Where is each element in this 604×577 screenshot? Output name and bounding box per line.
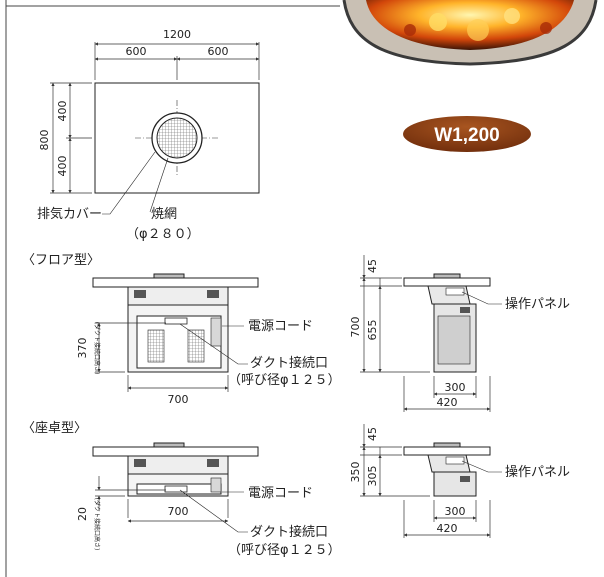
floor-base-width: 700: [168, 393, 189, 406]
floor-side-height: 370: [76, 338, 89, 359]
table-front-top: 45: [366, 427, 379, 441]
label-grill-diameter: （φ２８０）: [126, 227, 200, 242]
dim-depth-total: 800: [38, 130, 51, 151]
floor-front-body: 655: [366, 320, 379, 341]
table-front-total: 350: [349, 462, 362, 483]
floor-front-outer-width: 420: [437, 396, 458, 409]
table-duct-diameter: （呼び径φ１２５）: [228, 543, 341, 558]
price-text: W1,200: [434, 125, 499, 146]
table-front-inner-width: 300: [445, 505, 466, 518]
table-front-outer-width: 420: [437, 522, 458, 535]
dim-width-left: 600: [126, 45, 147, 58]
table-front-view: [403, 442, 491, 497]
label-exhaust-cover: 排気カバー: [37, 206, 102, 222]
floor-front-total: 700: [349, 317, 362, 338]
table-side-view: [92, 442, 259, 497]
dim-width-total: 1200: [163, 28, 191, 41]
floor-duct-diameter: （呼び径φ１２５）: [228, 373, 341, 388]
table-duct-height-note: (ダクト接続口高さ): [93, 498, 101, 551]
floor-duct-label: ダクト接続口: [250, 355, 328, 371]
floor-type-section: 〈フロア型〉 700 370 (ダクト接続口高さ) 電源コード: [22, 253, 570, 412]
dim-width-right: 600: [208, 45, 229, 58]
table-type-title: 〈座卓型〉: [22, 421, 87, 436]
product-photo: [342, 0, 598, 66]
table-power-cord-label: 電源コード: [248, 486, 313, 501]
table-type-section: 〈座卓型〉 700 20 (ダクト接続口高さ) 電源コード ダクト接続口 （呼び…: [22, 421, 570, 558]
price-badge: W1,200: [403, 116, 531, 152]
label-grill: 焼網: [151, 207, 177, 222]
table-top-outline: [94, 82, 260, 194]
floor-duct-height-note: (ダクト接続口高さ): [93, 322, 101, 375]
table-base-width: 700: [168, 505, 189, 518]
floor-power-cord-label: 電源コード: [248, 319, 313, 334]
floor-panel-label: 操作パネル: [505, 296, 570, 312]
floor-front-inner-width: 300: [445, 381, 466, 394]
dim-depth-top: 400: [56, 101, 69, 122]
dim-depth-bottom: 400: [56, 156, 69, 177]
floor-type-title: 〈フロア型〉: [22, 253, 100, 268]
grill-net-icon: [156, 117, 198, 159]
floor-front-top: 45: [366, 259, 379, 273]
floor-front-view: [403, 273, 491, 373]
table-front-body: 305: [366, 466, 379, 487]
floor-side-view: [92, 273, 259, 373]
table-panel-label: 操作パネル: [505, 464, 570, 480]
table-duct-label: ダクト接続口: [250, 524, 328, 540]
top-view: 1200 600 600 800 400 400 排気カバー 焼網 （φ２８０）: [37, 28, 260, 242]
table-side-height: 20: [76, 507, 89, 521]
